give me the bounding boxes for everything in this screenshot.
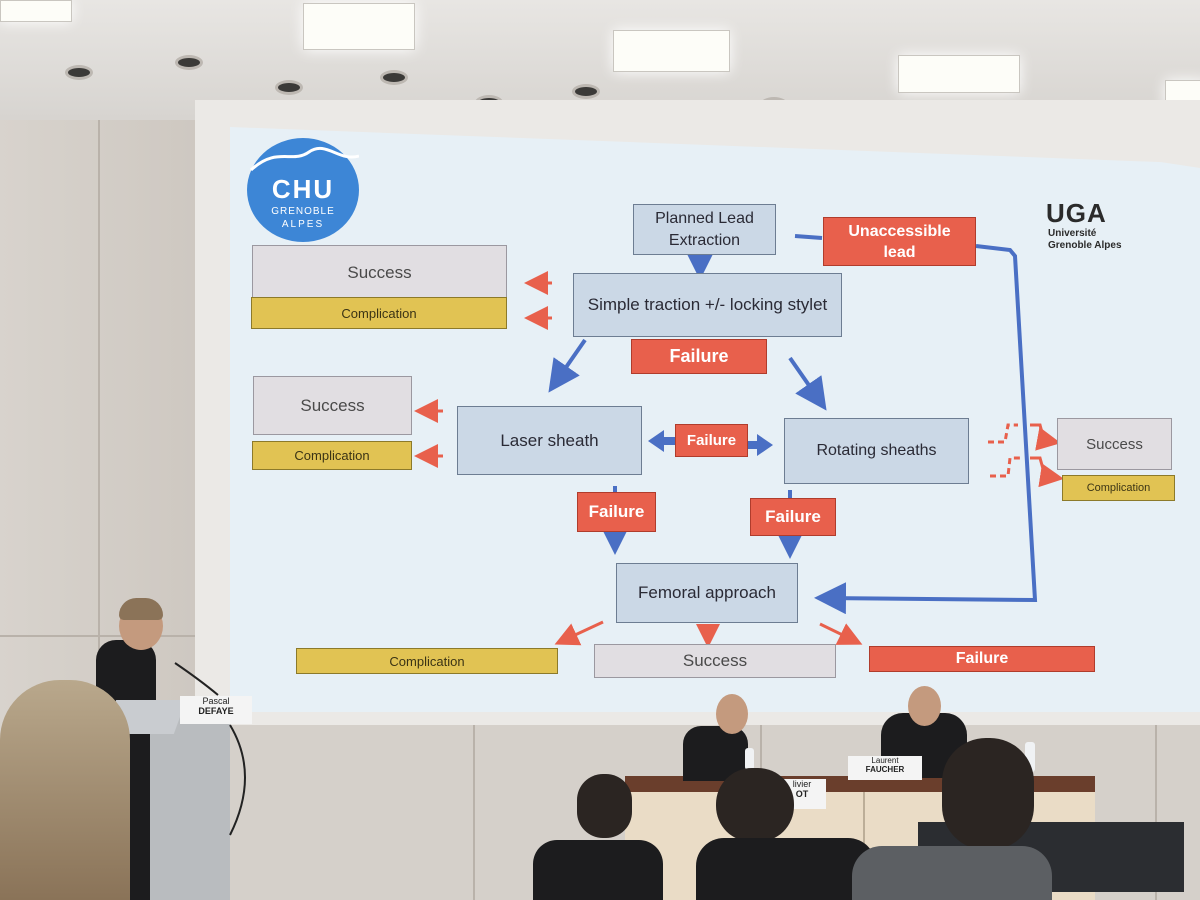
mountain-icon [249,146,359,172]
box-unaccessible-lead: Unaccessible lead [823,217,976,266]
nameplate-first-name: Laurent [871,756,899,765]
uga-logo-text: Université [1048,228,1097,239]
nameplate-first-name: Pascal [202,696,230,706]
chu-logo-subtext: ALPES [281,219,325,230]
box-complication-1: Complication [251,297,507,329]
box-complication-2: Complication [252,441,412,470]
uga-logo-text: Grenoble Alpes [1048,240,1122,251]
microphone-icon [174,662,246,836]
audience-body [852,846,1052,900]
box-simple-traction: Simple traction +/- locking stylet [573,273,842,337]
ceiling-spotlight [175,55,203,70]
audience-head [716,768,794,842]
nameplate-panelist-right: Laurent FAUCHER [848,756,922,780]
chu-grenoble-logo: CHU GRENOBLE ALPES [247,138,359,242]
box-planned-line2: Extraction [668,231,741,249]
ceiling-light [0,0,72,22]
ceiling-light [613,30,730,72]
uga-logo: UGA Université Grenoble Alpes [1040,198,1135,258]
audience-head [577,774,632,838]
box-femoral-approach: Femoral approach [616,563,798,623]
water-bottle [1025,742,1035,772]
chu-logo-subtext: GRENOBLE [271,206,335,217]
box-unaccessible-line1: Unaccessible [848,222,951,240]
ceiling-light [303,3,415,50]
box-success-2: Success [253,376,412,435]
ceiling-spotlight [572,84,600,99]
box-success-1: Success [252,245,507,300]
box-complication-3: Complication [1062,475,1175,501]
ceiling-spotlight [380,70,408,85]
audience-head-blonde [0,680,130,900]
box-success-bottom: Success [594,644,836,678]
box-failure-bottom: Failure [869,646,1095,672]
speaker-hair [119,598,163,620]
wall-seam [98,120,100,900]
nameplate-last-name: DEFAYE [198,706,234,716]
wall-seam [0,635,215,637]
audience-body [696,838,876,900]
box-laser-sheath: Laser sheath [457,406,642,475]
box-complication-bottom: Complication [296,648,558,674]
box-failure-right: Failure [750,498,836,536]
uga-logo-mark: UGA [1046,198,1107,228]
ceiling-light [898,55,1020,93]
ceiling-spotlight [65,65,93,80]
box-failure-top: Failure [631,339,767,374]
box-rotating-sheaths: Rotating sheaths [784,418,969,484]
wall-seam [473,725,475,900]
nameplate-speaker: Pascal DEFAYE [180,696,252,724]
audience-head [942,738,1034,850]
nameplate-last-name: OT [795,789,809,799]
panelist-right-head [908,686,941,726]
chu-logo-text: CHU [271,174,335,204]
box-unaccessible-line2: lead [883,243,916,261]
audience-body [533,840,663,900]
nameplate-last-name: FAUCHER [865,765,905,774]
box-failure-mid: Failure [675,424,748,457]
panelist-left-head [716,694,748,734]
box-failure-left: Failure [577,492,656,532]
box-planned-lead-extraction: Planned Lead Extraction [633,204,776,255]
ceiling-spotlight [275,80,303,95]
box-planned-line1: Planned Lead [655,209,754,227]
wall-seam [1155,725,1157,900]
box-success-3: Success [1057,418,1172,470]
nameplate-first-name: livier [792,779,812,789]
water-bottle [745,748,754,770]
